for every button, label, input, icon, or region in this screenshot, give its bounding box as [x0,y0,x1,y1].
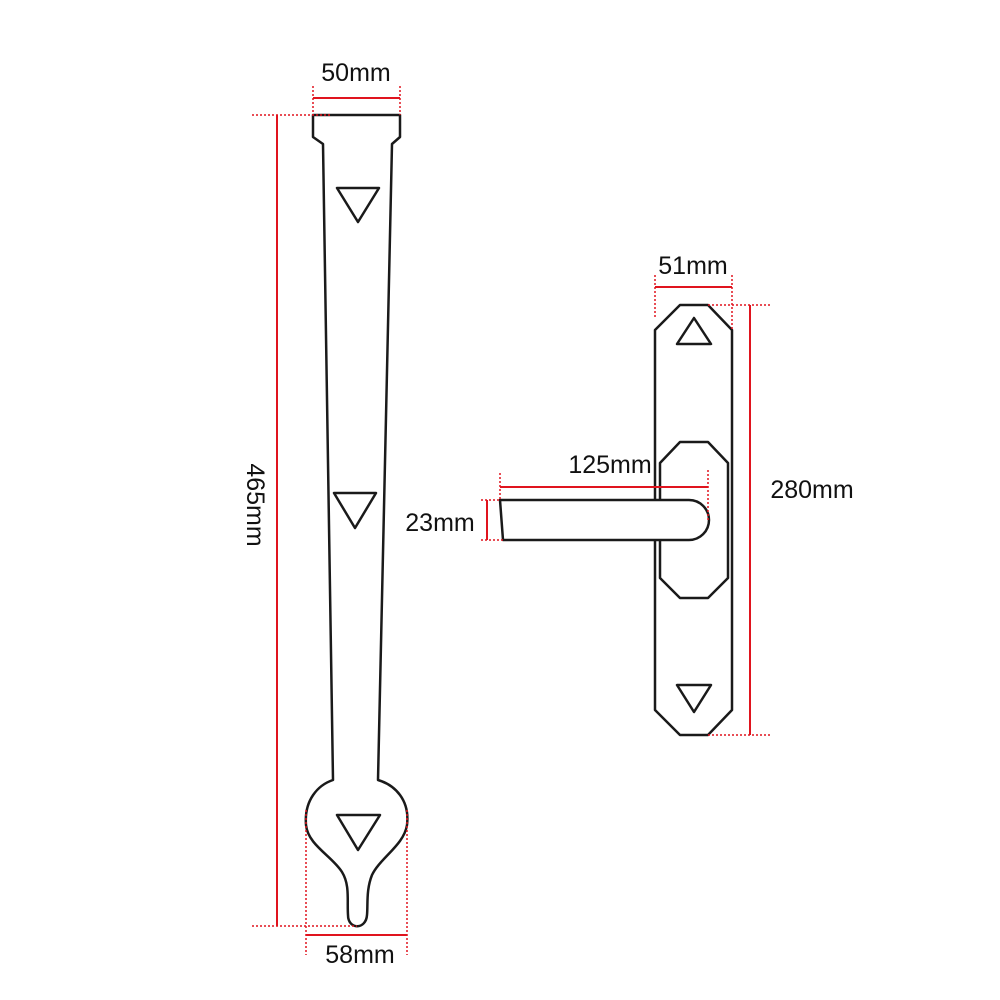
dimension-label-125mm: 125mm [568,451,651,479]
dimension-label-465mm: 465mm [241,463,269,546]
triangle-mark-top [335,186,381,224]
dimension-280mm: 280mm [708,304,854,736]
triangle-mark-down [675,683,713,714]
triangle-mark-bottom [335,813,382,852]
dimension-465mm: 465mm [241,114,357,927]
dimension-label-58mm: 58mm [325,941,394,969]
lever [498,498,711,542]
strap-hinge [304,113,409,928]
dimension-125mm: 125mm [499,451,709,520]
lever-handle [498,303,734,737]
dimension-50mm: 50mm [312,59,401,115]
dimension-label-280mm: 280mm [770,476,853,504]
triangle-mark-middle [332,491,378,530]
dimension-23mm: 23mm [405,499,503,541]
dimension-label-23mm: 23mm [405,509,474,537]
dimension-51mm: 51mm [654,252,733,330]
dimension-58mm: 58mm [305,810,408,969]
dimension-label-51mm: 51mm [658,252,727,280]
dimension-label-50mm: 50mm [321,59,390,87]
triangle-mark-up [675,316,713,346]
